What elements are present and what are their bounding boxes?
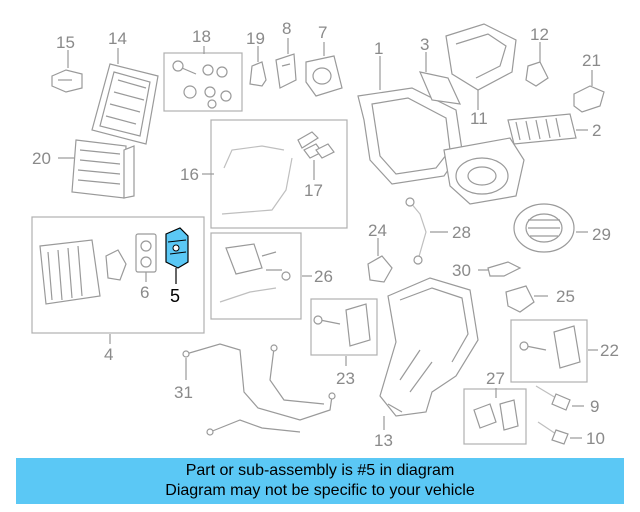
part-22-actuator[interactable] [519, 325, 581, 369]
group-box-16-17 [210, 119, 348, 229]
part-28-rod[interactable] [405, 197, 427, 265]
callout-16: 16 [180, 165, 199, 184]
callout-19: 19 [246, 29, 265, 48]
group-box-4 [31, 216, 205, 334]
part-13-lower-housing[interactable] [379, 277, 479, 417]
callout-23: 23 [336, 369, 355, 388]
group-box-23 [310, 298, 378, 356]
callout-9: 9 [590, 397, 599, 416]
part-26-lines[interactable] [219, 243, 291, 303]
group-box-18 [163, 52, 243, 112]
part-2-cabin-filter[interactable] [507, 113, 577, 145]
group-box-26 [210, 232, 302, 320]
part-10-sensor[interactable] [537, 421, 569, 445]
group-box-27 [463, 388, 527, 445]
callout-27: 27 [486, 369, 505, 388]
parts-diagram: 15 14 18 19 8 7 1 3 12 21 11 2 20 16 17 … [31, 19, 619, 450]
part-29-blower-motor[interactable] [513, 203, 575, 253]
part-15-bracket[interactable] [51, 69, 83, 93]
callout-7: 7 [318, 23, 327, 42]
callout-20: 20 [32, 149, 51, 168]
part-7-actuator[interactable] [305, 55, 343, 97]
callout-4: 4 [104, 345, 113, 364]
callout-18: 18 [192, 27, 211, 46]
banner-line-2: Diagram may not be specific to your vehi… [165, 482, 475, 499]
part-18-fastener-kit[interactable] [172, 60, 232, 109]
callout-6: 6 [140, 283, 149, 302]
callout-28: 28 [452, 223, 471, 242]
part-31-wiring-harness[interactable] [182, 343, 336, 436]
callout-26: 26 [314, 267, 333, 286]
part-11-upper-duct[interactable] [445, 23, 517, 91]
part-19-clip[interactable] [249, 61, 267, 87]
callout-10: 10 [586, 429, 605, 448]
part-16-hose[interactable] [221, 131, 319, 215]
callout-11: 11 [470, 109, 488, 128]
callout-2: 2 [592, 121, 601, 140]
callout-3: 3 [420, 35, 429, 54]
part-24-actuator[interactable] [367, 255, 393, 283]
callout-14: 14 [108, 29, 127, 48]
callout-15: 15 [56, 33, 75, 52]
callout-31: 31 [174, 383, 193, 402]
part-21-sensor[interactable] [573, 85, 605, 113]
part-30-seal[interactable] [487, 261, 522, 277]
part-9-sensor[interactable] [535, 385, 571, 411]
callout-8: 8 [282, 19, 291, 38]
part-27-connectors[interactable] [473, 399, 519, 431]
callout-1: 1 [374, 39, 383, 58]
banner-line-1: Part or sub-assembly is #5 in diagram [185, 462, 455, 479]
part-17-seals[interactable] [303, 143, 335, 159]
callout-22: 22 [600, 341, 619, 360]
part-1-hvac-housing[interactable] [357, 87, 525, 205]
part-8-bracket[interactable] [275, 53, 297, 89]
part-12-sensor[interactable] [525, 61, 549, 87]
group-box-22 [510, 319, 588, 383]
callout-13: 13 [374, 431, 393, 450]
part-6-o-rings[interactable] [135, 233, 157, 273]
callout-12: 12 [530, 25, 549, 44]
callout-21: 21 [582, 51, 601, 70]
callout-25: 25 [556, 287, 575, 306]
callout-29: 29 [592, 225, 611, 244]
callout-30: 30 [452, 261, 471, 280]
callout-5-highlighted: 5 [170, 286, 180, 306]
part-3-door[interactable] [418, 71, 462, 105]
part-23-motor[interactable] [313, 303, 371, 347]
info-banner: Part or sub-assembly is #5 in diagram Di… [16, 458, 624, 504]
callout-24: 24 [368, 221, 387, 240]
part-25-motor[interactable] [505, 285, 535, 313]
callout-17: 17 [304, 181, 323, 200]
part-4-evaporator-assembly[interactable] [39, 239, 127, 305]
part-14-heater-core[interactable] [91, 63, 159, 145]
part-20-evaporator[interactable] [71, 139, 135, 199]
part-5-expansion-valve-highlighted[interactable] [165, 227, 189, 269]
